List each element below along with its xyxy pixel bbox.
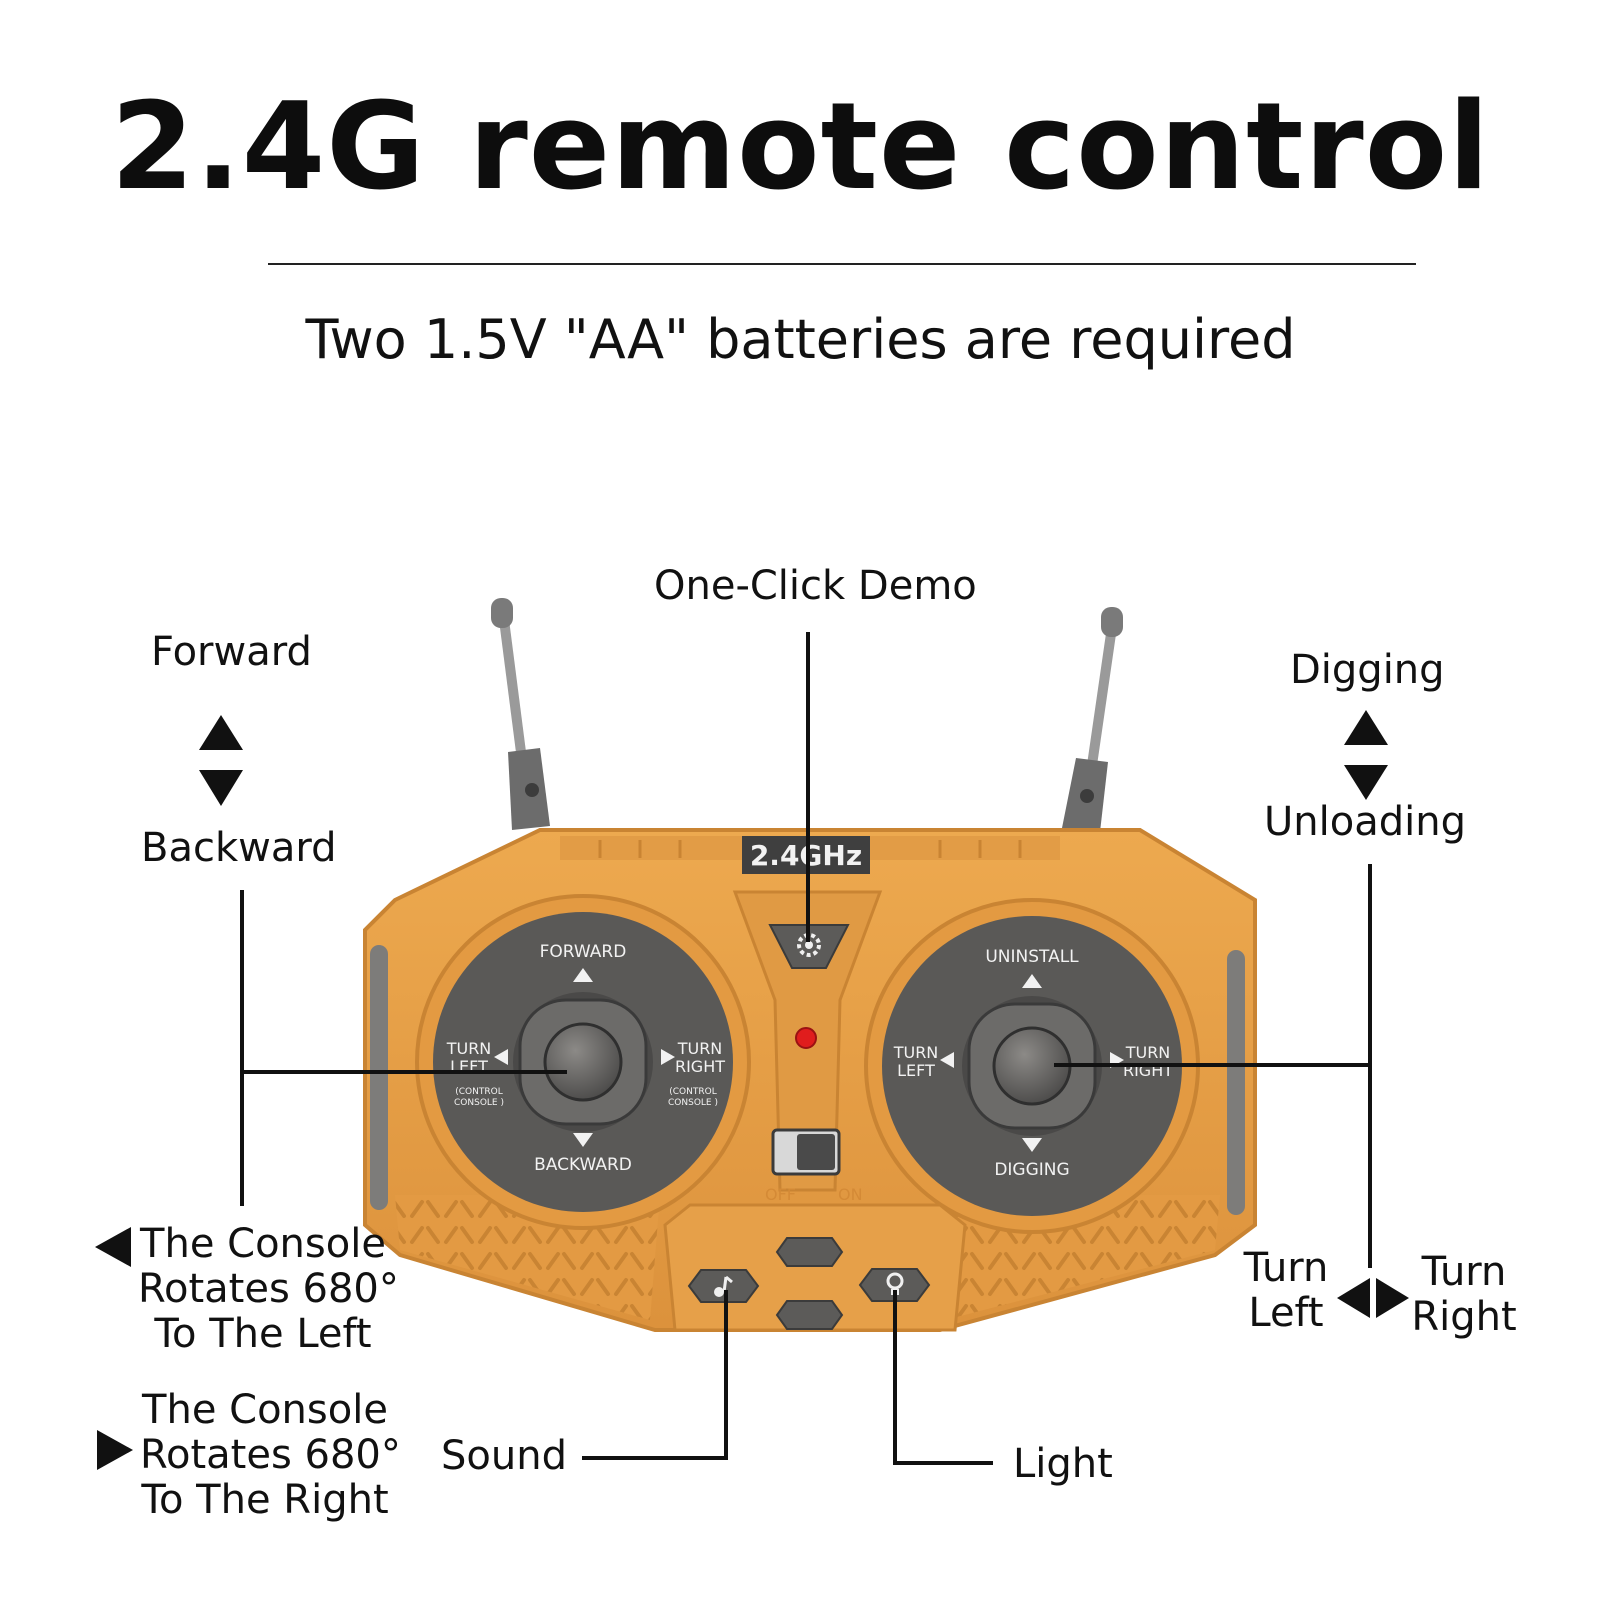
- arrow-right-icon: [661, 1049, 675, 1065]
- console-right-line-1: The Console: [142, 1387, 388, 1433]
- light-label: Light: [1013, 1441, 1113, 1487]
- right-side-rail: [1227, 950, 1245, 1215]
- backward-label: Backward: [141, 825, 337, 871]
- left-side-rail: [370, 945, 388, 1210]
- one-click-demo-label: One-Click Demo: [654, 563, 977, 609]
- console-right-line-2: Rotates 680°: [140, 1431, 401, 1478]
- power-led: [795, 1027, 817, 1049]
- turn-right-line-1: Turn: [1421, 1249, 1507, 1295]
- turn-right-label: Turn Right: [1404, 1250, 1524, 1340]
- console-left-line-2: Rotates 680°: [138, 1265, 399, 1312]
- arrow-left-icon: [494, 1049, 508, 1065]
- turn-left-line-1: Turn: [1243, 1245, 1329, 1291]
- unloading-label: Unloading: [1264, 799, 1466, 845]
- right-digging-text: DIGGING: [994, 1160, 1069, 1180]
- left-joystick[interactable]: [543, 1022, 623, 1102]
- left-backward-text: BACKWARD: [534, 1155, 632, 1175]
- console-right-line-3: To The Right: [141, 1476, 389, 1523]
- switch-on-label: ON: [838, 1185, 863, 1204]
- left-forward-text: FORWARD: [540, 942, 627, 962]
- arrow-up-icon: [573, 968, 593, 982]
- right-antenna: [1062, 607, 1123, 832]
- arrow-up-icon: [199, 715, 243, 750]
- digging-label: Digging: [1290, 647, 1445, 693]
- arrow-down-icon: [199, 770, 243, 806]
- music-note-icon: [714, 1275, 733, 1297]
- power-switch[interactable]: OFF ON: [765, 1128, 863, 1204]
- arrow-up-icon: [1344, 710, 1388, 745]
- left-antenna: [491, 598, 550, 830]
- console-rotate-right-label: The Console Rotates 680° To The Right: [140, 1387, 401, 1523]
- arrow-up-icon: [1022, 974, 1042, 988]
- title-divider: [268, 263, 1416, 265]
- top-hex-button[interactable]: [775, 1237, 844, 1267]
- sound-button[interactable]: [687, 1269, 760, 1303]
- bottom-hex-button[interactable]: [775, 1300, 844, 1330]
- turn-right-line-2: Right: [1411, 1293, 1517, 1340]
- arrow-right-icon: [1376, 1278, 1409, 1318]
- console-rotate-left-label: The Console Rotates 680° To The Left: [138, 1221, 399, 1357]
- console-left-line-3: To The Left: [154, 1310, 372, 1357]
- demo-button[interactable]: [768, 924, 850, 969]
- switch-off-label: OFF: [765, 1185, 796, 1204]
- arrow-left-icon: [95, 1227, 131, 1267]
- arrow-left-icon: [1337, 1278, 1370, 1318]
- bottom-button-cluster: [663, 1203, 967, 1332]
- battery-note: Two 1.5V "AA" batteries are required: [305, 308, 1296, 371]
- arrow-down-icon: [573, 1133, 593, 1147]
- console-left-line-1: The Console: [140, 1221, 386, 1267]
- turn-left-label: Turn Left: [1236, 1246, 1336, 1336]
- turn-left-line-2: Left: [1248, 1289, 1324, 1336]
- arrow-right-icon: [97, 1430, 133, 1470]
- right-uninstall-text: UNINSTALL: [985, 947, 1079, 967]
- page-title: 2.4G remote control: [110, 78, 1491, 217]
- sound-label: Sound: [441, 1433, 567, 1479]
- callout-lines: [240, 632, 1372, 1465]
- arrow-down-icon: [1344, 765, 1388, 800]
- arrow-left-icon: [940, 1052, 954, 1068]
- forward-label: Forward: [151, 629, 312, 675]
- arrow-down-icon: [1022, 1138, 1042, 1152]
- gear-icon: [797, 933, 821, 957]
